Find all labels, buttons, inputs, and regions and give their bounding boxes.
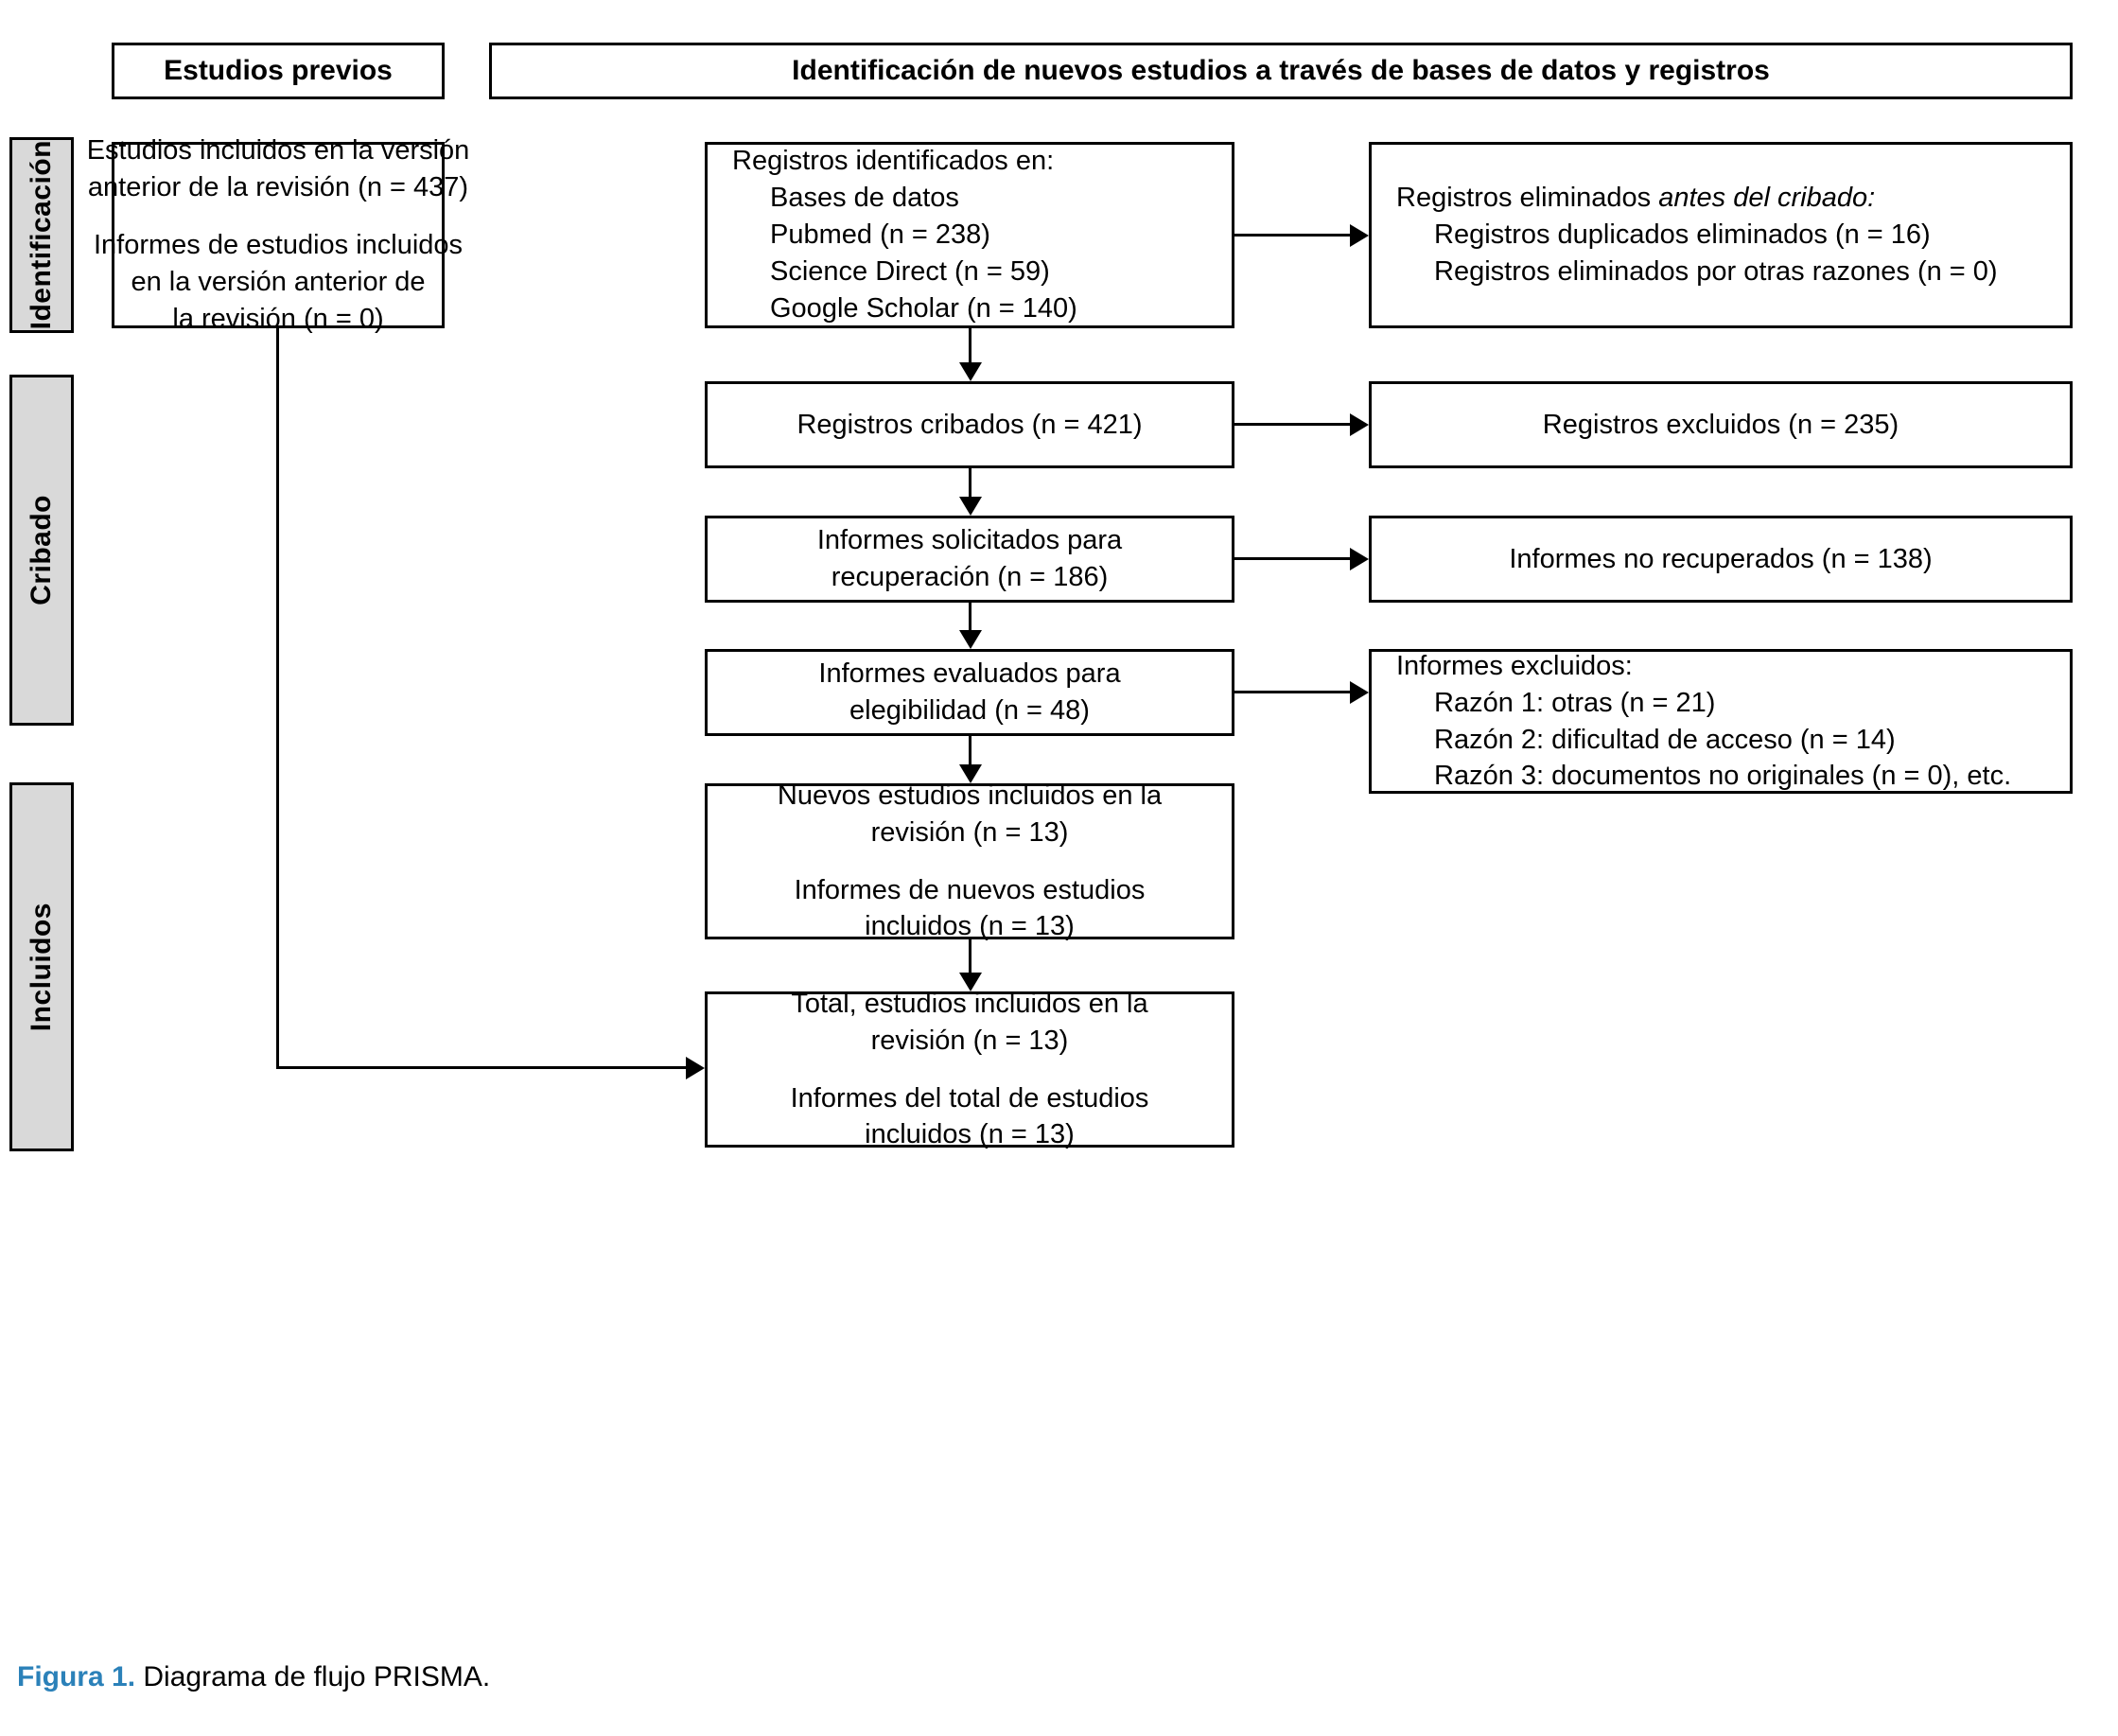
total-included-line-3: Informes del total de estudios <box>790 1082 1149 1113</box>
arrow-sought-to-not-retrieved <box>1350 548 1369 570</box>
reports-assessed-paragraph: Informes evaluados para elegibilidad (n … <box>818 656 1120 729</box>
reports-excluded-item-2: Razón 2: dificultad de acceso (n = 14) <box>1434 724 1896 755</box>
connector-screened-to-excluded <box>1234 423 1350 426</box>
connector-new-studies-to-total <box>969 939 971 973</box>
arrow-previous-studies-to-total <box>686 1057 705 1079</box>
new-studies-line-4: incluidos (n = 13) <box>865 911 1075 942</box>
connector-identified-to-screened <box>969 328 971 362</box>
records-screened-paragraph: Registros cribados (n = 421) <box>796 407 1142 444</box>
box-total-included: Total, estudios incluidos en la revisión… <box>705 989 1234 1149</box>
reports-sought-line-2: recuperación (n = 186) <box>831 562 1109 592</box>
records-identified-item-2: Pubmed (n = 238) <box>770 219 990 251</box>
new-studies-line-3: Informes de nuevos estudios <box>794 874 1146 905</box>
records-removed-item-1: Registros duplicados eliminados (n = 16) <box>1434 219 1931 251</box>
records-screened-line-1: Registros cribados (n = 421) <box>796 409 1143 440</box>
arrow-screened-to-excluded <box>1350 413 1369 436</box>
box-new-studies-included: Nuevos estudios incluidos en la revisión… <box>705 780 1234 941</box>
figure-caption-text: Diagrama de flujo PRISMA. <box>143 1661 491 1692</box>
connector-identified-to-removed <box>1234 234 1350 237</box>
phase-tab-incluidos: Incluidos <box>9 782 74 1151</box>
header-previous-studies-label: Estudios previos <box>164 55 393 86</box>
previous-included-line-1: Estudios incluidos en la versión <box>86 135 470 167</box>
box-reports-excluded: Informes excluidos: Razón 1: otras (n = … <box>1369 649 2073 794</box>
total-included-paragraph-1: Total, estudios incluidos en la revisión… <box>791 986 1147 1060</box>
reports-not-retrieved-paragraph: Informes no recuperados (n = 138) <box>1509 541 1932 578</box>
total-included-line-4: incluidos (n = 13) <box>865 1119 1075 1150</box>
arrow-assessed-to-reports-excluded <box>1350 681 1369 704</box>
records-removed-paragraph: Registros eliminados antes del cribado: … <box>1396 180 1998 290</box>
connector-sought-to-not-retrieved <box>1234 557 1350 560</box>
box-reports-assessed: Informes evaluados para elegibilidad (n … <box>705 649 1234 736</box>
previous-included-line-3: Informes de estudios incluidos <box>93 230 464 261</box>
reports-excluded-paragraph: Informes excluidos: Razón 1: otras (n = … <box>1396 648 2011 795</box>
phase-tab-identificacion: Identificación <box>9 137 74 333</box>
phase-tab-identificacion-label: Identificación <box>26 140 57 330</box>
new-studies-line-1: Nuevos estudios incluidos en la <box>777 780 1163 811</box>
phase-tab-incluidos-label: Incluidos <box>26 902 57 1032</box>
connector-screened-to-sought <box>969 468 971 497</box>
connector-previous-studies-elbow-horizontal <box>276 1066 686 1069</box>
previous-included-paragraph-1: Estudios incluidos en la versión anterio… <box>87 132 470 206</box>
reports-assessed-line-2: elegibilidad (n = 48) <box>849 695 1090 726</box>
arrow-screened-to-sought <box>959 497 982 516</box>
total-included-paragraph-2: Informes del total de estudios incluidos… <box>791 1080 1149 1154</box>
connector-assessed-to-reports-excluded <box>1234 691 1350 693</box>
records-excluded-paragraph: Registros excluidos (n = 235) <box>1543 407 1899 444</box>
records-removed-title: Registros eliminados antes del cribado: <box>1396 180 1998 217</box>
total-included-line-1: Total, estudios incluidos en la <box>791 988 1148 1019</box>
reports-assessed-line-1: Informes evaluados para <box>818 658 1121 690</box>
records-removed-title-plain: Registros eliminados <box>1396 183 1659 214</box>
reports-sought-paragraph: Informes solicitados para recuperación (… <box>817 522 1122 596</box>
reports-sought-line-1: Informes solicitados para <box>816 525 1123 556</box>
arrow-sought-to-assessed <box>959 630 982 649</box>
reports-excluded-item-1: Razón 1: otras (n = 21) <box>1434 687 1716 718</box>
new-studies-line-2: revisión (n = 13) <box>870 816 1069 848</box>
header-new-identification-label: Identificación de nuevos estudios a trav… <box>792 55 1770 86</box>
phase-tab-cribado-label: Cribado <box>26 495 57 605</box>
figure-caption: Figura 1. Diagrama de flujo PRISMA. <box>17 1661 490 1693</box>
previous-included-line-2: anterior de la revisión (n = 437) <box>87 172 469 203</box>
connector-previous-studies-elbow-vertical <box>276 328 279 1069</box>
arrow-identified-to-screened <box>959 362 982 381</box>
total-included-line-2: revisión (n = 13) <box>870 1025 1069 1056</box>
box-reports-sought: Informes solicitados para recuperación (… <box>705 516 1234 603</box>
box-previous-studies-included: Estudios incluidos en la versión anterio… <box>87 135 470 333</box>
box-records-excluded: Registros excluidos (n = 235) <box>1369 381 2073 468</box>
arrow-new-studies-to-total <box>959 973 982 991</box>
box-records-identified: Registros identificados en: Bases de dat… <box>705 142 1234 328</box>
previous-included-line-4: en la versión anterior de <box>131 266 426 297</box>
connector-assessed-to-new-studies <box>969 736 971 764</box>
arrow-identified-to-removed <box>1350 224 1369 247</box>
records-identified-item-1: Bases de datos <box>770 183 959 214</box>
arrow-assessed-to-new-studies <box>959 764 982 783</box>
box-records-screened: Registros cribados (n = 421) <box>705 381 1234 468</box>
reports-excluded-item-3: Razón 3: documentos no originales (n = 0… <box>1434 761 2012 792</box>
records-removed-item-2: Registros eliminados por otras razones (… <box>1434 255 1998 287</box>
records-identified-item-3: Science Direct (n = 59) <box>770 255 1050 287</box>
box-reports-not-retrieved: Informes no recuperados (n = 138) <box>1369 516 2073 603</box>
reports-not-retrieved-line-1: Informes no recuperados (n = 138) <box>1509 543 1933 574</box>
box-records-removed: Registros eliminados antes del cribado: … <box>1369 142 2073 328</box>
records-excluded-line-1: Registros excluidos (n = 235) <box>1542 409 1899 440</box>
header-previous-studies: Estudios previos <box>112 43 445 99</box>
previous-included-paragraph-2: Informes de estudios incluidos en la ver… <box>94 227 463 338</box>
reports-excluded-title: Informes excluidos: <box>1396 650 1633 681</box>
records-identified-title: Registros identificados en: <box>732 146 1055 177</box>
figure-caption-label: Figura 1. <box>17 1661 136 1692</box>
phase-tab-cribado: Cribado <box>9 375 74 726</box>
new-studies-paragraph-2: Informes de nuevos estudios incluidos (n… <box>795 872 1146 946</box>
records-identified-paragraph: Registros identificados en: Bases de dat… <box>732 143 1077 326</box>
records-identified-item-4: Google Scholar (n = 140) <box>770 292 1077 324</box>
records-removed-title-italic: antes del cribado: <box>1658 183 1876 214</box>
connector-sought-to-assessed <box>969 603 971 630</box>
header-new-identification: Identificación de nuevos estudios a trav… <box>489 43 2073 99</box>
new-studies-paragraph-1: Nuevos estudios incluidos en la revisión… <box>778 778 1162 851</box>
